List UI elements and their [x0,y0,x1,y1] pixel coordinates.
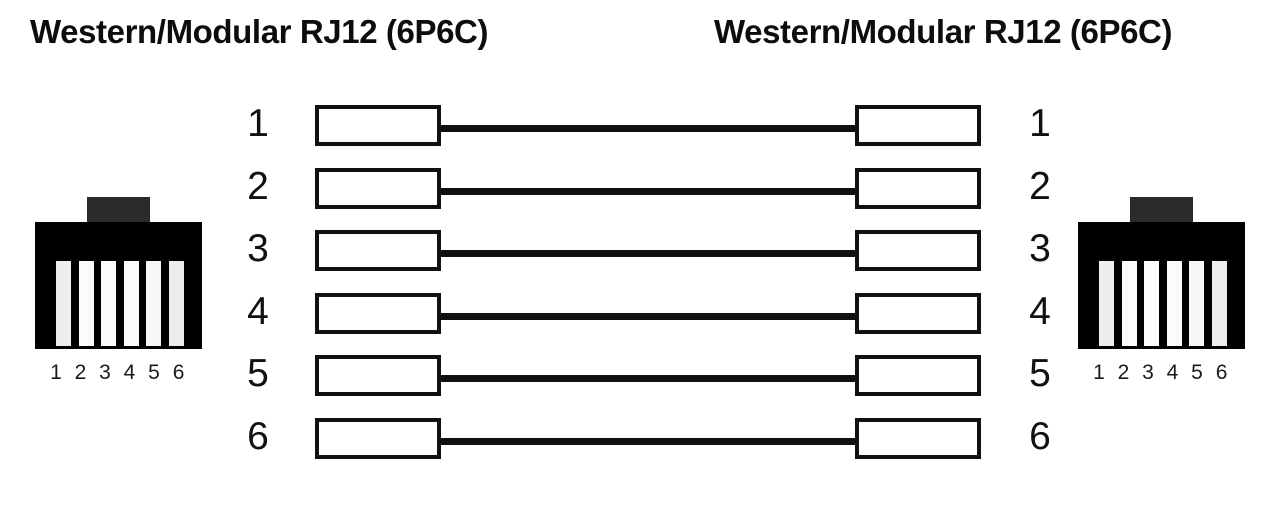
right-pin-number-3: 3 [1029,227,1051,271]
left-connector-title: Western/Modular RJ12 (6P6C) [30,13,489,50]
right-pin-number-6: 6 [1029,415,1051,458]
connector-latch-tab-icon [1130,197,1193,225]
wire-5-to-5 [439,375,858,383]
wire-4-to-4 [439,312,858,320]
connector-pin-2 [1121,261,1137,346]
connector-pin-4 [123,261,139,346]
wire-3-to-3 [439,250,858,258]
connector-pin-contacts [1099,261,1227,346]
left-pin-number-6: 6 [247,415,269,458]
connector-pin-4 [1166,261,1182,346]
left-pin-pad-6 [315,418,441,459]
connector-latch-tab-icon [87,197,150,225]
connector-pin-3 [101,261,117,346]
right-pin-pad-3 [855,230,981,272]
left-connector-pin-number-labels: 1 2 3 4 5 6 [50,361,188,384]
left-pin-pad-4 [315,292,441,334]
right-connector-title: Western/Modular RJ12 (6P6C) [714,13,1173,50]
connector-pin-5 [146,261,162,346]
wire-6-to-6 [439,438,858,445]
right-pin-pad-5 [855,355,981,397]
right-connector-pin-number-labels: 1 2 3 4 5 6 [1093,361,1231,384]
right-rj12-connector-icon: 1 2 3 4 5 6 [1078,197,1246,397]
connector-pin-1 [1099,261,1114,346]
connector-pin-6 [1211,261,1227,346]
left-pin-number-5: 5 [247,352,269,396]
connector-pin-2 [78,261,94,346]
right-pin-pad-2 [855,167,981,209]
right-pin-number-2: 2 [1029,164,1051,208]
connector-pin-contacts [56,261,184,346]
right-pin-number-1: 1 [1029,102,1051,145]
left-pin-pad-1 [315,105,441,146]
right-pin-pad-6 [855,418,981,459]
right-pin-number-4: 4 [1029,289,1051,333]
connector-pin-6 [168,261,184,346]
connector-pin-3 [1144,261,1160,346]
right-pin-number-5: 5 [1029,352,1051,396]
left-pin-pad-2 [315,167,441,209]
connector-pin-1 [56,261,71,346]
left-pin-number-1: 1 [247,102,269,145]
wire-1-to-1 [439,125,858,132]
left-rj12-connector-icon: 1 2 3 4 5 6 [35,197,203,397]
wire-2-to-2 [439,187,858,195]
left-pin-pad-3 [315,230,441,272]
left-pin-number-3: 3 [247,227,269,271]
left-pin-number-2: 2 [247,164,269,208]
connector-pin-5 [1189,261,1205,346]
right-pin-pad-1 [855,105,981,146]
left-pin-pad-5 [315,355,441,397]
right-pin-pad-4 [855,292,981,334]
left-pin-number-4: 4 [247,289,269,333]
